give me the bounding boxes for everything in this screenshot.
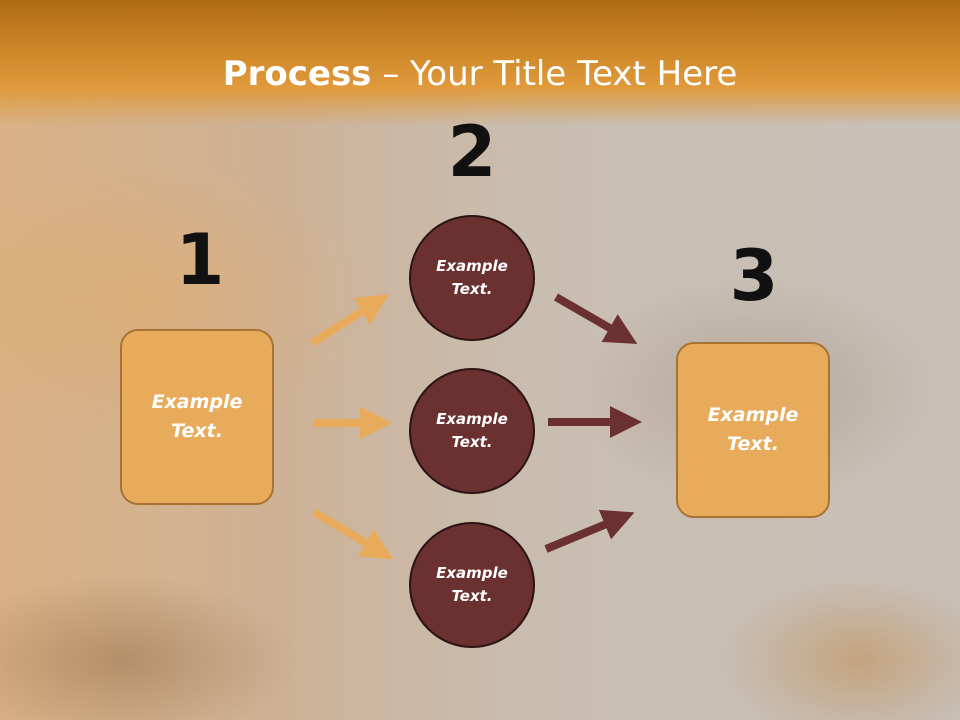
step-2-circle-middle: Example Text. [409,368,535,494]
step-3-number: 3 [729,235,779,317]
step-1-box: Example Text. [120,329,274,505]
step-2-circle-bottom: Example Text. [409,522,535,648]
step-1-number: 1 [175,219,225,301]
arrow-2-to-3-bottom [544,509,635,553]
title-bold: Process [222,54,372,94]
step-3-box: Example Text. [676,342,830,518]
title-bar [0,0,960,125]
arrow-1-to-2-bottom [311,508,394,560]
step-2-circle-middle-text: Example Text. [436,410,508,451]
slide-title: Process – Your Title Text Here [0,52,960,96]
arrow-2-to-3-top [553,293,638,345]
step-2-circle-bottom-text: Example Text. [436,564,508,605]
step-3-text: Example Text. [707,404,799,455]
arrow-1-to-2-top [309,294,389,347]
step-2-circle-top-text: Example Text. [436,257,508,298]
step-2-circle-top: Example Text. [409,215,535,341]
title-rest: – Your Title Text Here [371,54,738,94]
step-2-number: 2 [447,111,497,193]
step-1-text: Example Text. [151,391,243,442]
